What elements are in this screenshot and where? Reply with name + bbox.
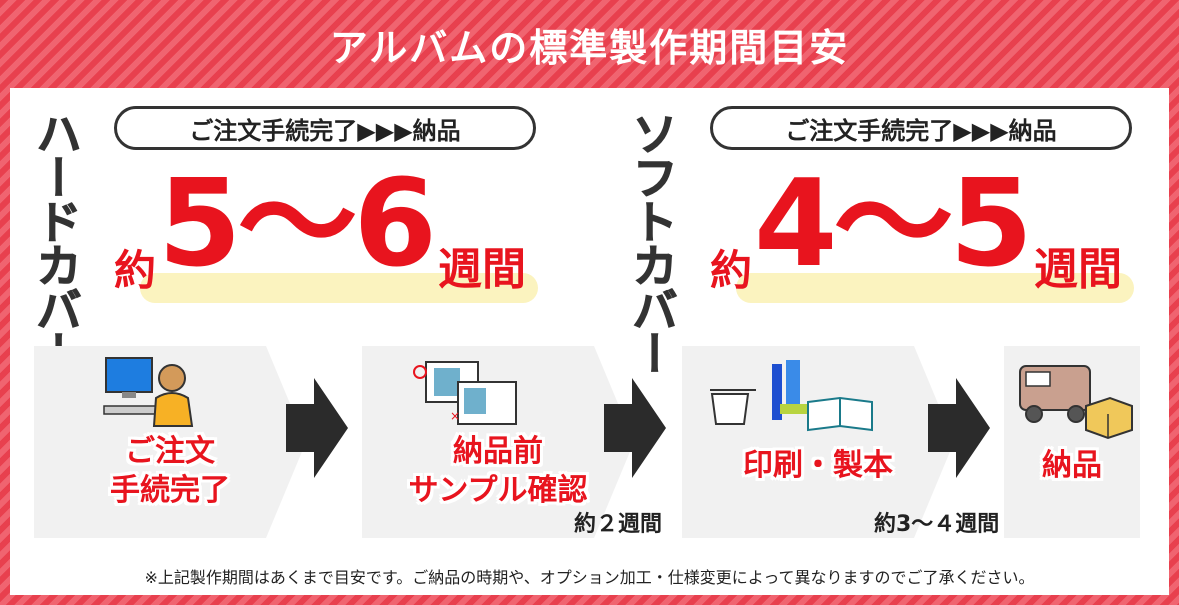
step-sample-check: × 納品前サンプル確認: [362, 346, 634, 538]
weeks-unit: 週間: [438, 244, 526, 295]
arrow-right-icon: [928, 378, 990, 478]
softcover-period: 約 4〜5 週間: [710, 155, 1150, 313]
step-label: ご注文手続完了: [110, 434, 230, 508]
arrow-right-icon: [604, 378, 666, 478]
step-delivery: 納品: [1004, 346, 1140, 538]
delivery-truck-icon: [1010, 360, 1136, 444]
arrow-right-icon: [286, 378, 348, 478]
softcover-weeks-range: 4〜5: [754, 155, 1033, 294]
softcover-pill: ご注文手続完了▶▶▶納品: [710, 106, 1132, 150]
hardcover-weeks-range: 5〜6: [158, 155, 437, 294]
page-title: アルバムの標準製作期間目安: [329, 25, 850, 70]
duration-print: 約3〜４週間: [874, 512, 1000, 537]
approx-label: 約: [710, 246, 753, 295]
step-printing-binding: 印刷・製本: [682, 346, 954, 538]
highlight-bar: [140, 273, 538, 303]
duration-sample: 約２週間: [574, 512, 663, 537]
printing-binding-icon: [696, 354, 876, 448]
hardcover-pill: ご注文手続完了▶▶▶納品: [114, 106, 536, 150]
computer-user-icon: [70, 354, 200, 438]
weeks-unit: 週間: [1034, 244, 1122, 295]
content-panel: ハードカバー ご注文手続完了▶▶▶納品 約 5〜6 週間 ソフトカバー ご注文手…: [10, 88, 1169, 595]
svg-text:×: ×: [450, 409, 460, 423]
step-label: 納品前サンプル確認: [408, 434, 588, 508]
step-order-complete: ご注文手続完了: [34, 346, 306, 538]
sample-proofs-icon: ×: [412, 354, 532, 438]
approx-label: 約: [114, 246, 157, 295]
step-label: 納品: [1042, 448, 1102, 483]
hardcover-period: 約 5〜6 週間: [114, 155, 554, 313]
footnote: ※上記製作期間はあくまで目安です。ご納品の時期や、オプション加工・仕様変更によっ…: [144, 568, 1035, 587]
highlight-bar: [736, 273, 1134, 303]
hardcover-label: ハードカバー: [29, 110, 84, 375]
softcover-label: ソフトカバー: [625, 110, 680, 375]
step-label: 印刷・製本: [743, 448, 893, 483]
